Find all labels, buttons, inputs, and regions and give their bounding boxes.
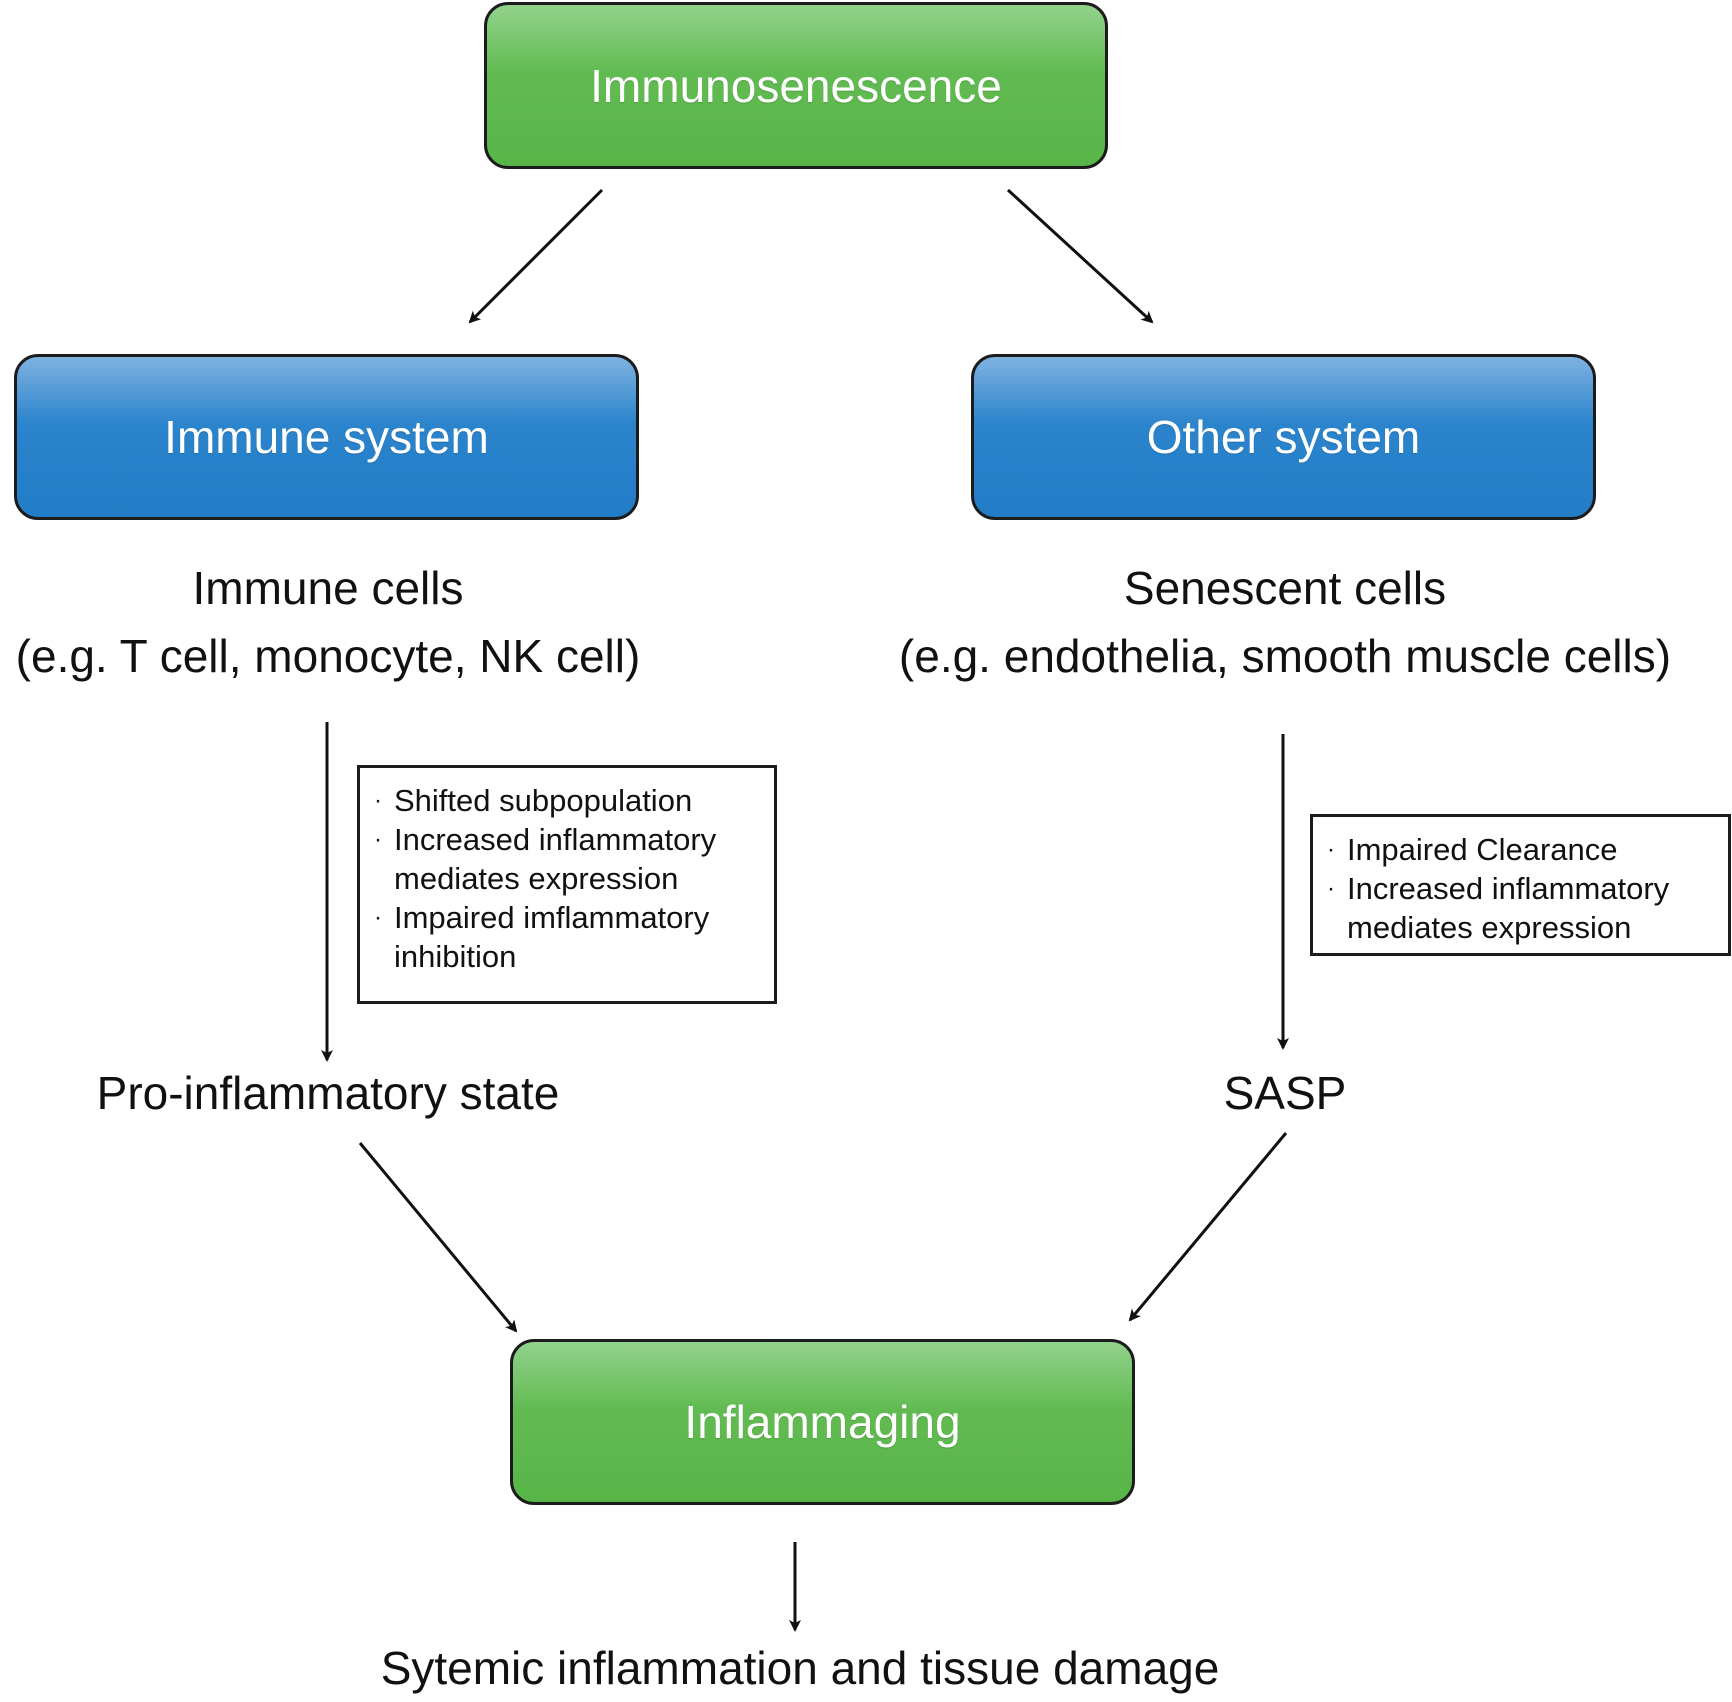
bullet: ·	[374, 826, 382, 853]
inflammaging-label: Inflammaging	[684, 1396, 961, 1448]
note-item: · Shifted subpopulation	[374, 781, 762, 820]
immune-system-label: Immune system	[164, 411, 489, 463]
bullet: ·	[1327, 875, 1335, 902]
other-system-label: Other system	[1146, 411, 1421, 463]
immunosenescence-node: Immunosenescence	[484, 2, 1108, 169]
sasp-label: SASP	[1223, 1067, 1347, 1119]
arrow-immuno-to-other	[1006, 188, 1154, 324]
immune-system-node: Immune system	[14, 354, 639, 520]
note-item: · Increased inflammatory mediates expres…	[1327, 869, 1716, 947]
note-text: Impaired Clearance	[1347, 832, 1618, 867]
arrow-immuno-to-immune	[468, 188, 604, 324]
immune-mechanisms-note: · Shifted subpopulation · Increased infl…	[357, 765, 777, 1004]
bullet: ·	[374, 787, 382, 814]
senescent-cells-label: Senescent cells (e.g. endothelia, smooth…	[870, 554, 1700, 690]
immunosenescence-label: Immunosenescence	[590, 59, 1002, 112]
bullet: ·	[1327, 836, 1335, 863]
note-text: Impaired imflammatory inhibition	[394, 900, 710, 974]
systemic-inflammation-label: Sytemic inflammation and tissue damage	[380, 1642, 1220, 1694]
immune-cells-label: Immune cells (e.g. T cell, monocyte, NK …	[0, 554, 656, 690]
senescent-mechanisms-note: · Impaired Clearance · Increased inflamm…	[1310, 814, 1731, 956]
immune-cells-examples: (e.g. T cell, monocyte, NK cell)	[15, 630, 641, 682]
immune-cells-title: Immune cells	[192, 562, 464, 614]
note-text: Shifted subpopulation	[394, 783, 693, 818]
note-item: · Increased inflammatory mediates expres…	[374, 820, 762, 898]
bullet: ·	[374, 904, 382, 931]
senescent-cells-title: Senescent cells	[1123, 562, 1447, 614]
note-text: Increased inflammatory mediates expressi…	[394, 822, 717, 896]
other-system-node: Other system	[971, 354, 1596, 520]
note-item: · Impaired imflammatory inhibition	[374, 898, 762, 976]
arrow-sasp-to-inflammaging	[1128, 1132, 1288, 1322]
arrow-pro-state-to-inflammaging	[358, 1142, 518, 1333]
senescent-cells-examples: (e.g. endothelia, smooth muscle cells)	[898, 630, 1672, 682]
note-text: Increased inflammatory mediates expressi…	[1347, 871, 1670, 945]
note-item: · Impaired Clearance	[1327, 830, 1716, 869]
inflammaging-node: Inflammaging	[510, 1339, 1135, 1505]
pro-inflammatory-state-label: Pro-inflammatory state	[96, 1067, 560, 1119]
